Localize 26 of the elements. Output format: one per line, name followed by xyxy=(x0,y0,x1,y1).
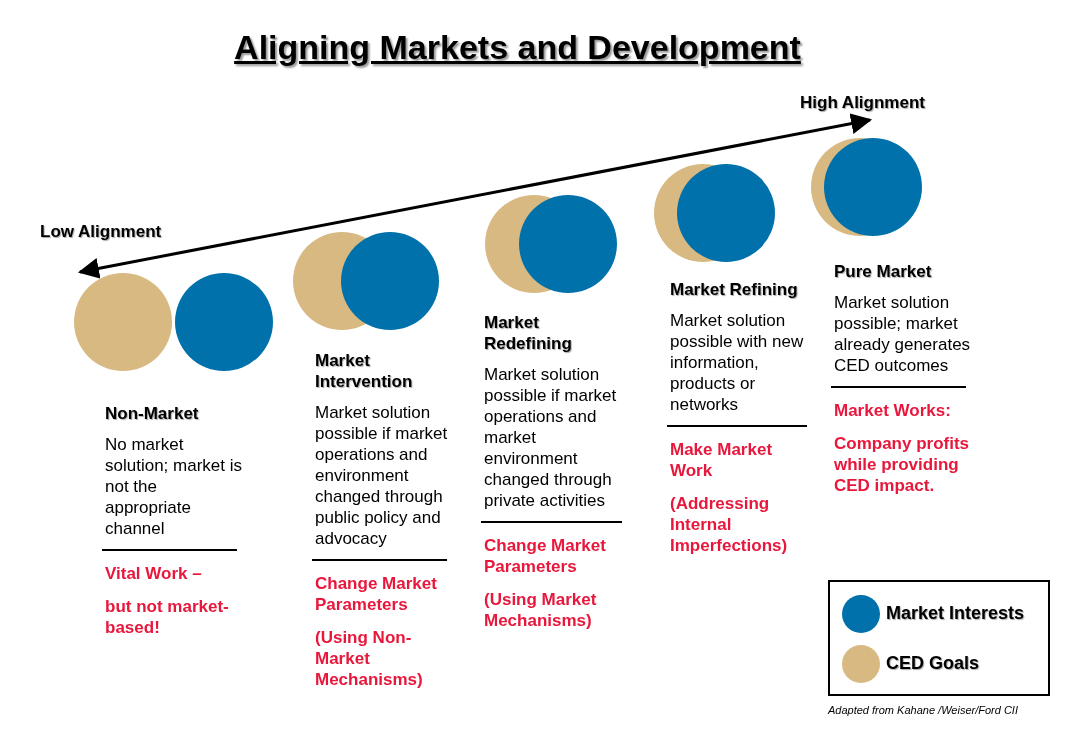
outcome-text: Make Market Work xyxy=(670,439,774,481)
legend-label: CED Goals xyxy=(886,653,980,674)
column-heading: Market Intervention xyxy=(315,350,414,392)
outcome-text: (Using Non-Market Mechanisms) xyxy=(315,627,424,690)
outcome-text: Company profits while providing CED impact. xyxy=(834,433,971,496)
outcome-text: but not market-based! xyxy=(105,596,230,638)
axis-end-label: Low Alignment xyxy=(40,221,162,242)
axis-end-label: High Alignment xyxy=(800,92,925,113)
column-heading: Market Redefining xyxy=(484,312,573,354)
description-text: Market solution possible if market operations and market environment changed through private activities xyxy=(484,364,618,511)
title: Aligning Markets and Development xyxy=(233,28,802,67)
outcome-text: Change Market Parameters xyxy=(484,535,607,577)
description-text: Market solution possible; market already generates CED outcomes xyxy=(834,292,972,376)
description-text: Market solution possible with new information, products or networks xyxy=(670,310,805,415)
outcome-text: Market Works: xyxy=(834,400,952,421)
column-heading: Non-Market xyxy=(105,403,200,424)
source-caption: Adapted from Kahane /Weiser/Ford CII xyxy=(828,704,1018,716)
outcome-text: (Addressing Internal Imperfections) xyxy=(670,493,789,556)
description-text: Market solution possible if market operations and environment changed through public policy and advocacy xyxy=(315,402,449,549)
column-heading: Pure Market xyxy=(834,261,933,282)
legend-label: Market Interests xyxy=(886,603,1025,624)
column-heading: Market Refining xyxy=(670,279,799,300)
outcome-text: Vital Work – xyxy=(105,563,203,584)
description-text: No market solution; market is not the appropriate channel xyxy=(105,434,243,539)
outcome-text: (Using Market Mechanisms) xyxy=(484,589,598,631)
outcome-text: Change Market Parameters xyxy=(315,573,438,615)
